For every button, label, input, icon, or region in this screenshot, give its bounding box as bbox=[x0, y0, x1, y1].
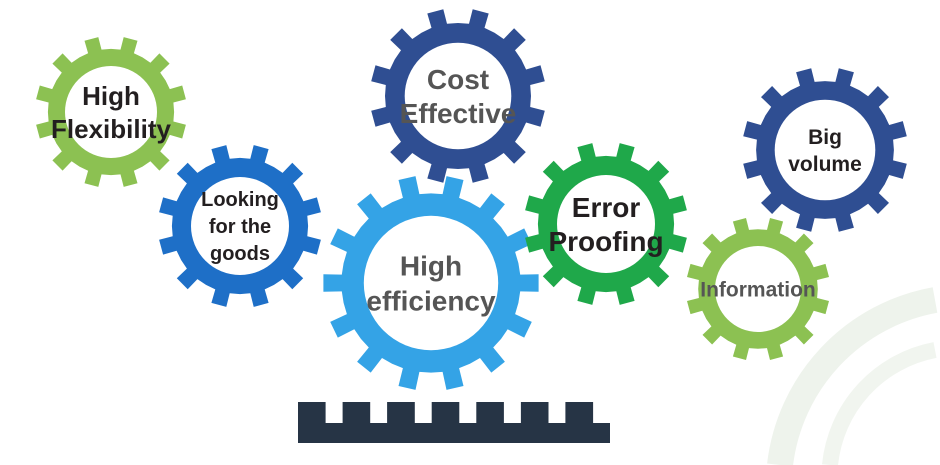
gear-high-efficiency-label-line: High bbox=[400, 251, 462, 282]
gear-high-efficiency-hub bbox=[363, 215, 499, 351]
gear-rack-body bbox=[298, 402, 610, 443]
gear-high-efficiency: High efficiency bbox=[323, 176, 539, 390]
gear-rack bbox=[298, 402, 610, 443]
gear-looking-for-the-goods-label-line: for the bbox=[209, 216, 271, 238]
gear-error-proofing-label-line: Proofing bbox=[548, 226, 663, 257]
gear-high-efficiency-label-line: efficiency bbox=[366, 286, 496, 317]
gear-cost-effective-label-line: Cost bbox=[427, 64, 489, 95]
gear-cost-effective-label-line: Effective bbox=[400, 98, 517, 129]
gear-cost-effective-hub bbox=[404, 42, 512, 150]
gear-looking-for-the-goods-label-line: goods bbox=[210, 243, 270, 265]
watermark-arc-outer bbox=[767, 287, 938, 465]
gear-high-flexibility-label-line: Flexibility bbox=[51, 114, 171, 144]
gear-information-hub bbox=[715, 246, 801, 332]
gear-looking-for-the-goods: Looking for the goods bbox=[159, 145, 321, 307]
gear-high-flexibility-hub bbox=[65, 66, 157, 158]
watermark-arc-inner bbox=[822, 342, 937, 465]
gear-big-volume-label-line: volume bbox=[788, 153, 862, 176]
gear-big-volume-label-line: Big bbox=[808, 126, 842, 149]
watermark-arc bbox=[767, 287, 938, 465]
gear-error-proofing-label-line: Error bbox=[572, 192, 641, 223]
gear-looking-for-the-goods-hub bbox=[191, 177, 289, 275]
gear-information-label-line: Information bbox=[700, 279, 816, 302]
gear-information: Information bbox=[687, 218, 829, 360]
gear-big-volume: Big volume bbox=[743, 68, 907, 232]
gear-big-volume-hub bbox=[774, 99, 876, 201]
gear-error-proofing-hub bbox=[557, 175, 655, 273]
gear-high-flexibility-label-line: High bbox=[82, 81, 140, 111]
gear-looking-for-the-goods-label-line: Looking bbox=[201, 189, 279, 211]
